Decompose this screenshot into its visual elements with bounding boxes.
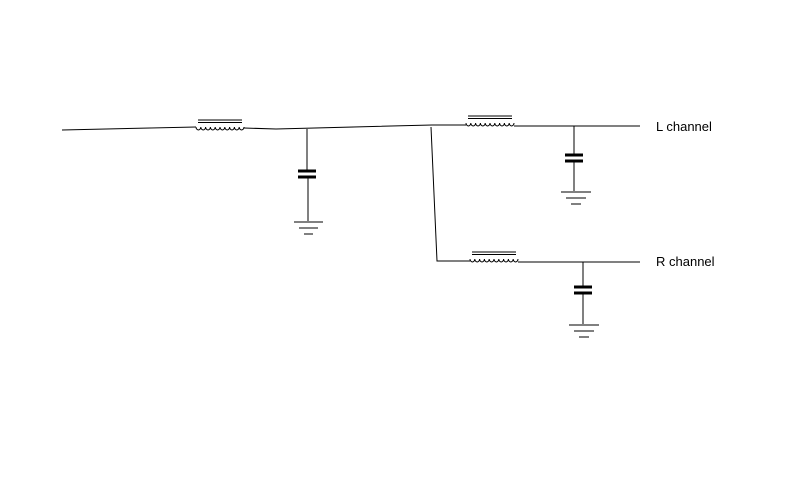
right-inductor	[469, 251, 519, 263]
main-line	[61, 124, 433, 131]
left-ground	[561, 191, 591, 205]
right-capacitor	[574, 262, 592, 324]
main-inductor	[195, 119, 245, 131]
main-ground	[294, 221, 323, 235]
left-channel-label: L channel	[656, 119, 712, 134]
main-capacitor	[298, 129, 316, 221]
right-ground	[569, 324, 599, 338]
left-capacitor	[565, 126, 583, 191]
left-inductor	[465, 115, 515, 127]
branch-wires	[430, 124, 470, 262]
right-channel-label: R channel	[656, 254, 715, 269]
